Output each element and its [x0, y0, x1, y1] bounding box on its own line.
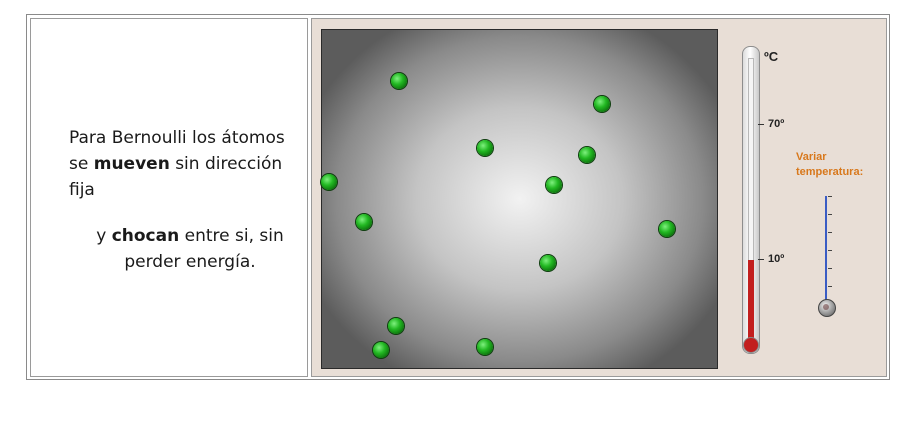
p2-text-before: y	[96, 226, 112, 246]
slider-tick	[828, 268, 832, 269]
thermometer-tick	[758, 124, 764, 125]
atom	[477, 339, 493, 355]
p1-text-after: sin dirección fija	[69, 154, 283, 200]
thermometer-label-70: 70º	[768, 118, 785, 130]
slider-tick	[828, 250, 832, 251]
p2-text-after: entre si, sin perder energía.	[124, 226, 284, 272]
p1-text-before: Para Bernoulli los átomos se	[69, 128, 285, 174]
temperature-control-label: Variar temperatura:	[796, 151, 864, 178]
atom	[540, 255, 556, 271]
simulation-panel: ºC 70º 10º Variar temperatura:	[311, 18, 887, 377]
atom	[546, 177, 562, 193]
slider-tick	[828, 196, 832, 197]
atom	[391, 73, 407, 89]
thermometer-label-10: 10º	[768, 253, 785, 265]
thermometer-tick	[758, 259, 764, 260]
atom	[594, 96, 610, 112]
atom	[659, 221, 675, 237]
slider-tick	[828, 286, 832, 287]
atom	[321, 174, 337, 190]
atom	[356, 214, 372, 230]
p2-bold-word: chocan	[111, 226, 180, 246]
atom	[373, 342, 389, 358]
p1-bold-word: mueven	[93, 154, 170, 174]
paragraph-collision: y chocan entre si, sin perder energía.	[75, 223, 305, 275]
gas-container	[321, 29, 718, 369]
atom	[477, 140, 493, 156]
thermometer-mercury	[748, 260, 754, 342]
paragraph-motion: Para Bernoulli los átomos se mueven sin …	[69, 125, 305, 203]
atom	[579, 147, 595, 163]
slider-tick	[828, 214, 832, 215]
atom	[388, 318, 404, 334]
temperature-slider-track[interactable]	[825, 196, 827, 302]
temperature-slider-knob[interactable]	[818, 299, 836, 317]
thermometer-bulb	[743, 337, 759, 353]
explanation-panel: Para Bernoulli los átomos se mueven sin …	[30, 18, 308, 377]
slider-tick	[828, 232, 832, 233]
thermometer-unit: ºC	[764, 49, 779, 64]
